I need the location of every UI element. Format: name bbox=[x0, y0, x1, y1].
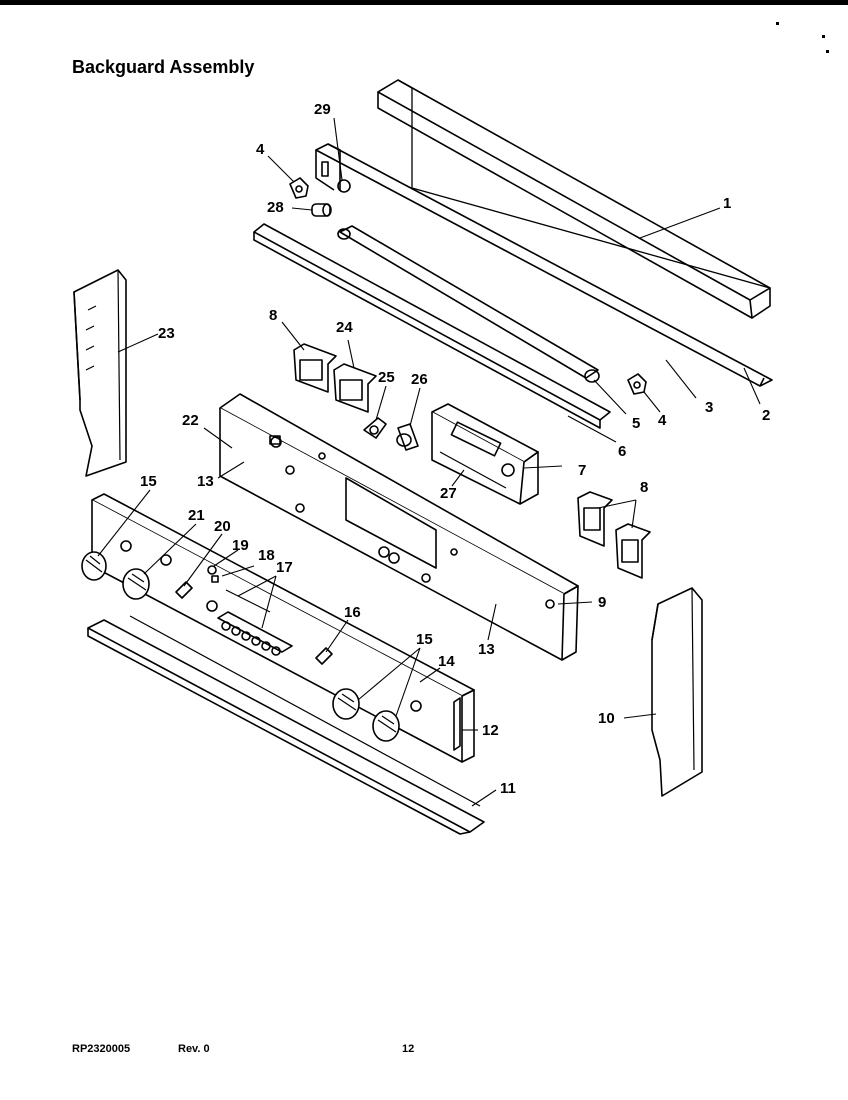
part-14-front-panel bbox=[91, 493, 475, 763]
part-19-grommet bbox=[207, 565, 217, 575]
scan-speck bbox=[822, 35, 825, 38]
label-21: 21 bbox=[188, 507, 205, 524]
part-11-lower-trim bbox=[87, 615, 485, 835]
label-8: 8 bbox=[269, 307, 277, 324]
document-number: RP2320005 bbox=[72, 1043, 131, 1055]
label-3: 3 bbox=[705, 399, 713, 416]
part-5-lamp-tube bbox=[337, 225, 600, 383]
scan-speck bbox=[826, 50, 829, 53]
part-23-left-end-cap bbox=[73, 269, 127, 477]
label-15b: 15 bbox=[416, 631, 433, 648]
label-15: 15 bbox=[140, 473, 157, 490]
label-27: 27 bbox=[440, 485, 457, 502]
part-28-lamp-cap bbox=[311, 203, 332, 217]
part-12-side-strip bbox=[453, 697, 461, 751]
part-labels: 29 4 28 1 23 8 24 25 26 22 13 3 5 4 2 6 … bbox=[140, 101, 770, 797]
label-25: 25 bbox=[378, 369, 395, 386]
label-20: 20 bbox=[214, 518, 231, 535]
part-25-indicator bbox=[363, 417, 387, 439]
scan-speck bbox=[776, 22, 779, 25]
label-12: 12 bbox=[482, 722, 499, 739]
part-4-socket-right bbox=[627, 373, 647, 395]
label-4b: 4 bbox=[658, 412, 667, 429]
part-4-socket-left bbox=[289, 177, 309, 199]
label-6: 6 bbox=[618, 443, 626, 460]
label-1: 1 bbox=[723, 195, 731, 212]
label-13b: 13 bbox=[478, 641, 495, 658]
revision-label: Rev. 0 bbox=[178, 1043, 210, 1055]
label-10: 10 bbox=[598, 710, 615, 727]
leader-lines bbox=[97, 117, 761, 807]
part-2-rear-bracket bbox=[315, 143, 773, 387]
part-24-switch bbox=[333, 363, 377, 413]
page-title: Backguard Assembly bbox=[72, 57, 255, 77]
label-16: 16 bbox=[344, 604, 361, 621]
part-20-spring bbox=[175, 581, 193, 599]
label-14: 14 bbox=[438, 653, 455, 670]
label-19: 19 bbox=[232, 537, 249, 554]
label-13: 13 bbox=[197, 473, 214, 490]
label-17: 17 bbox=[276, 559, 293, 576]
part-29-lamp-holder bbox=[337, 179, 351, 193]
label-26: 26 bbox=[411, 371, 428, 388]
part-16-shaft bbox=[315, 647, 333, 665]
part-7-control-clock bbox=[431, 403, 539, 505]
label-8b: 8 bbox=[640, 479, 648, 496]
part-1-top-trim bbox=[377, 79, 771, 319]
label-7: 7 bbox=[578, 462, 586, 479]
label-24: 24 bbox=[336, 319, 353, 336]
part-15-knob-right bbox=[372, 710, 400, 742]
label-22: 22 bbox=[182, 412, 199, 429]
part-8-switch-right-b bbox=[615, 523, 651, 579]
label-11: 11 bbox=[500, 780, 516, 797]
part-17-button-row bbox=[217, 611, 293, 656]
part-22-control-panel bbox=[219, 393, 579, 661]
part-15-knob-center bbox=[332, 688, 360, 720]
part-6-channel bbox=[253, 223, 611, 429]
part-26-capacitor bbox=[396, 423, 419, 451]
label-18: 18 bbox=[258, 547, 275, 564]
label-9: 9 bbox=[598, 594, 606, 611]
label-23: 23 bbox=[158, 325, 175, 342]
label-4: 4 bbox=[256, 141, 265, 158]
top-edge-bar bbox=[0, 0, 848, 5]
label-29: 29 bbox=[314, 101, 331, 118]
label-2: 2 bbox=[762, 407, 770, 424]
part-21-knob bbox=[122, 568, 150, 600]
label-28: 28 bbox=[267, 199, 284, 216]
part-10-right-end-cap bbox=[651, 587, 703, 797]
part-8-switch-right-a bbox=[577, 491, 613, 547]
page-number: 12 bbox=[402, 1043, 415, 1055]
label-5: 5 bbox=[632, 415, 640, 432]
part-15-knob-left bbox=[81, 551, 107, 581]
part-8-switch-upper-a bbox=[293, 343, 337, 393]
